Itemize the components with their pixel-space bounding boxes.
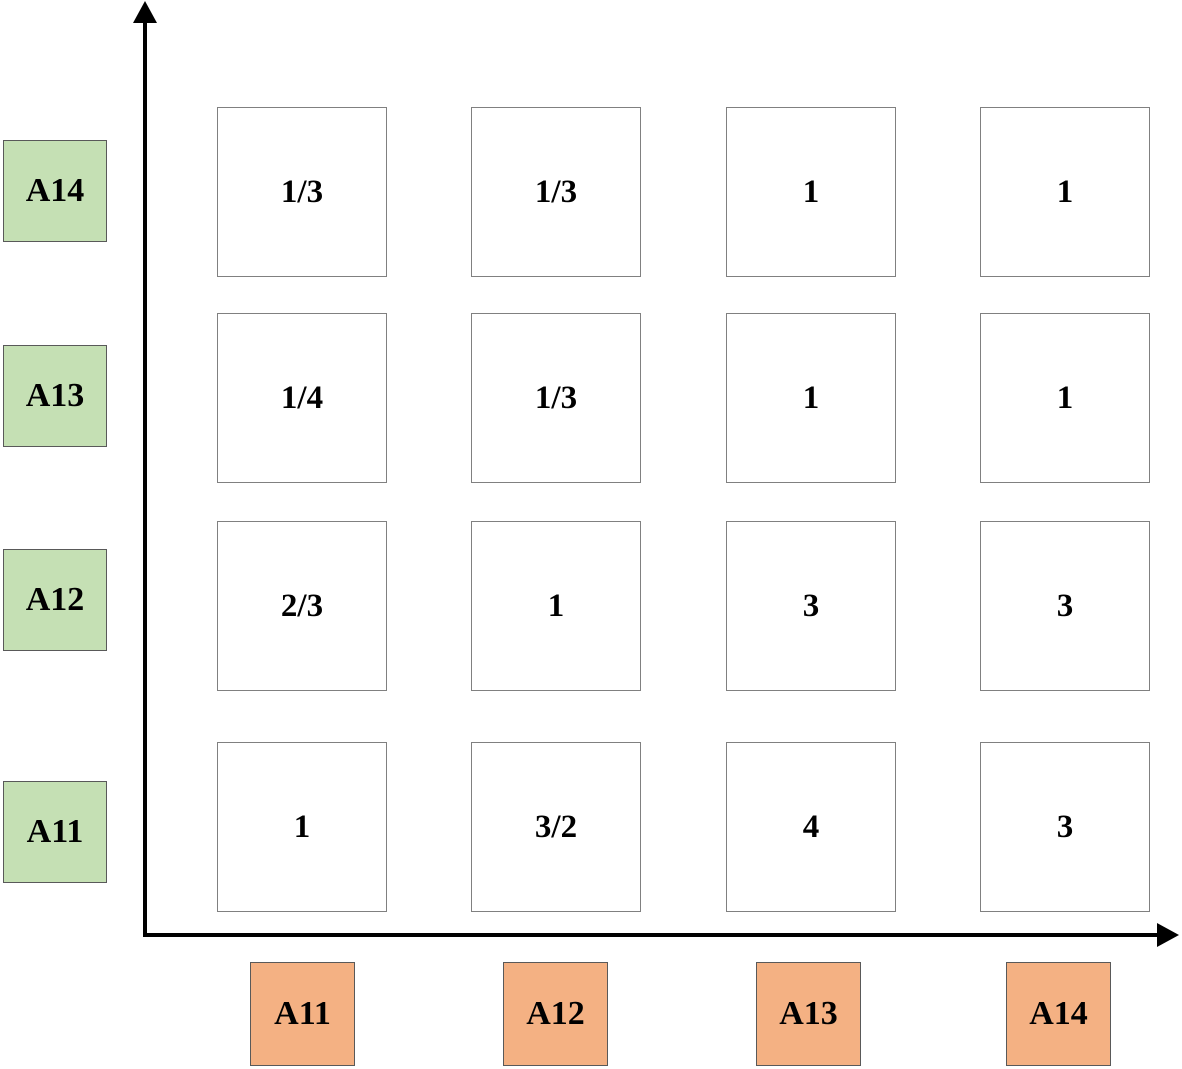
matrix-cell-r1-c0: 1/4 [217, 313, 387, 483]
row-label-a14: A14 [3, 140, 107, 242]
x-axis-arrowhead-icon [1157, 923, 1179, 947]
col-label-a13: A13 [756, 962, 861, 1066]
matrix-cell-r3-c2: 4 [726, 742, 896, 912]
row-label-a13: A13 [3, 345, 107, 447]
matrix-cell-r0-c0: 1/3 [217, 107, 387, 277]
matrix-cell-r2-c2: 3 [726, 521, 896, 691]
matrix-cell-r0-c1: 1/3 [471, 107, 641, 277]
col-label-a11: A11 [250, 962, 355, 1066]
row-label-a11: A11 [3, 781, 107, 883]
row-label-a12: A12 [3, 549, 107, 651]
matrix-cell-r3-c1: 3/2 [471, 742, 641, 912]
y-axis-arrowhead-icon [133, 1, 157, 23]
matrix-cell-r2-c0: 2/3 [217, 521, 387, 691]
matrix-cell-r1-c2: 1 [726, 313, 896, 483]
col-label-a12: A12 [503, 962, 608, 1066]
x-axis [143, 933, 1161, 937]
matrix-cell-r1-c3: 1 [980, 313, 1150, 483]
col-label-a14: A14 [1006, 962, 1111, 1066]
matrix-cell-r0-c2: 1 [726, 107, 896, 277]
y-axis [143, 16, 147, 935]
matrix-cell-r3-c0: 1 [217, 742, 387, 912]
matrix-cell-r3-c3: 3 [980, 742, 1150, 912]
matrix-cell-r0-c3: 1 [980, 107, 1150, 277]
matrix-cell-r2-c3: 3 [980, 521, 1150, 691]
matrix-cell-r2-c1: 1 [471, 521, 641, 691]
matrix-cell-r1-c1: 1/3 [471, 313, 641, 483]
